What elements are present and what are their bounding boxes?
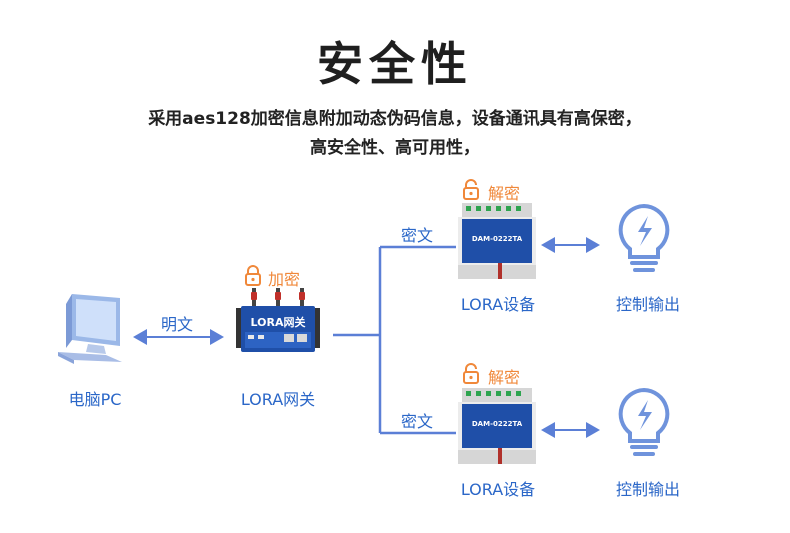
device-top-panel-text: DAM-0222TA	[471, 235, 523, 243]
lightbulb-icon	[618, 387, 670, 456]
device-top-label: LORA设备	[460, 295, 536, 314]
device-bottom-lock-label: 解密	[488, 368, 521, 387]
lora-device-bottom: DAM-0222TA	[458, 388, 536, 468]
gateway-screen-text: LORA网关	[250, 316, 306, 329]
lightbulb-icon	[618, 203, 670, 272]
unlock-icon	[463, 179, 479, 200]
link-label-ciphertext-top: 密文	[400, 226, 433, 245]
lora-gateway-device: LORA网关	[236, 288, 320, 358]
link-label-plaintext: 明文	[160, 315, 193, 334]
output-top-label: 控制输出	[615, 295, 680, 314]
computer-icon	[58, 294, 122, 364]
unlock-icon	[463, 363, 479, 384]
device-bottom-label: LORA设备	[460, 480, 536, 499]
device-bottom-panel-text: DAM-0222TA	[471, 420, 523, 428]
page-title: 安全性	[317, 37, 473, 91]
gateway-label: LORA网关	[240, 390, 316, 409]
subtitle-line-1: 采用aes128加密信息附加动态伪码信息，设备通讯具有高保密，	[148, 109, 642, 129]
output-bottom-label: 控制输出	[615, 480, 680, 499]
pc-label: 电脑PC	[68, 390, 122, 409]
device-top-lock-label: 解密	[488, 184, 521, 203]
gateway-lock-label: 加密	[268, 270, 301, 289]
link-label-ciphertext-bottom: 密文	[400, 412, 433, 431]
lora-device-top: DAM-0222TA	[458, 203, 536, 283]
lock-icon	[245, 265, 261, 286]
subtitle-line-2: 高安全性、高可用性，	[310, 138, 480, 158]
